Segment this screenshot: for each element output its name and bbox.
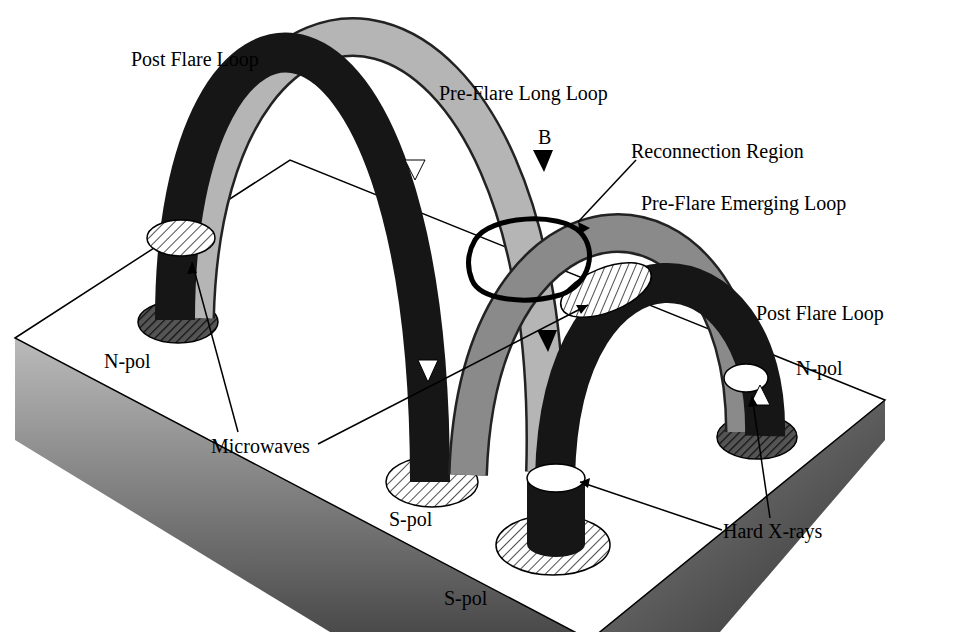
pre-flare-emerging-loop: [468, 233, 745, 475]
text-label: N-pol: [103, 350, 152, 372]
leader-line: [578, 160, 636, 222]
leader-line: [192, 262, 238, 432]
text-label: Hard X-rays: [722, 520, 823, 542]
text-label: Pre-Flare Emerging Loop: [640, 192, 847, 214]
text-label: Post Flare Loop: [755, 302, 885, 324]
post-flare-loop: [175, 53, 430, 482]
photosphere-plane: [15, 160, 885, 632]
text-label: Reconnection Region: [630, 140, 805, 162]
text-label: Microwaves: [210, 435, 311, 457]
leader-arrowhead: [187, 262, 197, 274]
microwave-source: [147, 220, 215, 256]
hard-x-ray-source: [527, 531, 585, 557]
field-arrow: [537, 330, 557, 352]
leader-arrowhead: [576, 305, 588, 314]
text-label: S-pol: [443, 587, 488, 609]
hard-x-ray-source: [527, 464, 585, 492]
leader-line: [318, 305, 588, 444]
text-label: N-pol: [795, 357, 844, 379]
leader-arrowhead: [580, 478, 590, 488]
field-arrow: [418, 360, 438, 382]
leader-line: [752, 396, 770, 518]
text-label: S-pol: [388, 508, 433, 530]
leader-line: [580, 482, 722, 530]
leader-arrowhead: [578, 222, 590, 234]
field-arrow: [533, 150, 553, 172]
leader-arrowhead: [748, 396, 758, 407]
text-label: Post Flare Loop: [130, 48, 260, 70]
field-arrow: [405, 160, 425, 180]
reconnection-region: [468, 219, 589, 300]
text-label: B: [537, 126, 552, 148]
text-label: Pre-Flare Long Loop: [438, 82, 609, 104]
loop-outline: [468, 233, 745, 475]
